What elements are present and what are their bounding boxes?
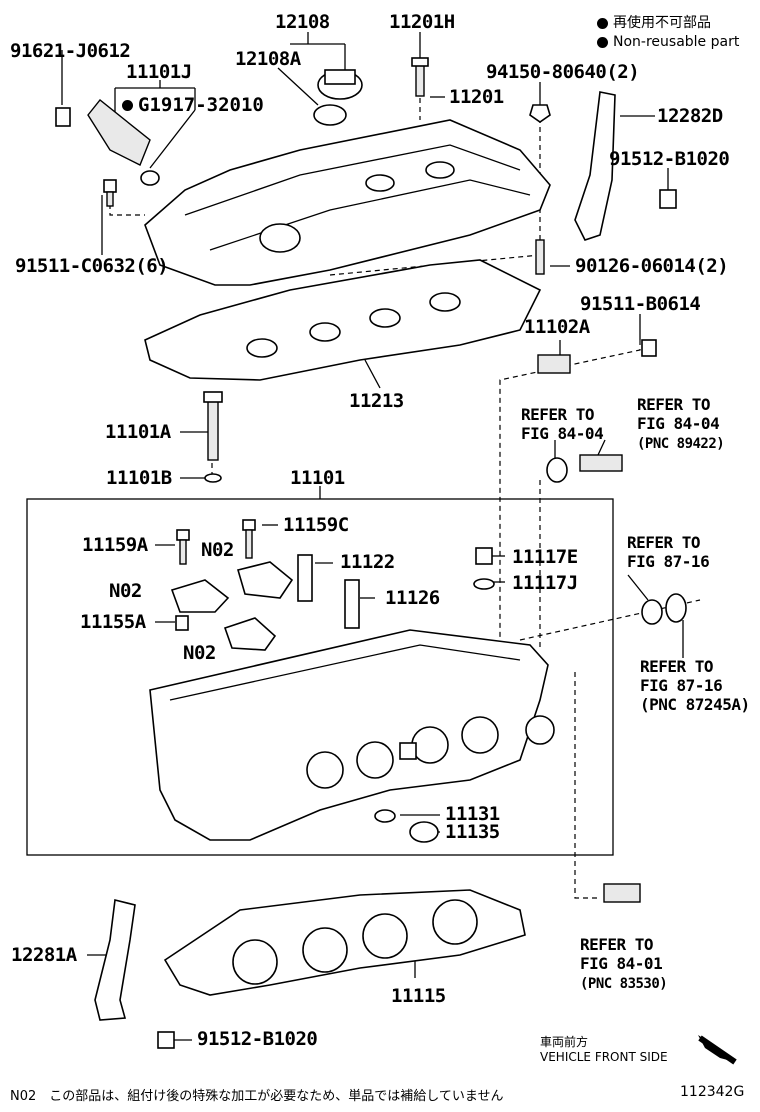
cam-cap-bolt-a <box>179 539 187 565</box>
engine-hanger-front <box>94 899 136 1021</box>
legend-en-text: Non-reusable part <box>613 34 740 50</box>
label-11101A: 11101A <box>105 421 171 443</box>
ref-2-line-2: FIG 84-04 <box>637 414 720 433</box>
ref-4-line-2: FIG 87-16 <box>640 676 723 695</box>
label-91512-B1020-top: 91512-B1020 <box>609 148 730 170</box>
plug-gasket <box>473 578 495 590</box>
ocv-bolt <box>55 107 71 127</box>
label-11117J: 11117J <box>512 572 578 594</box>
label-N02-b: N02 <box>109 580 142 602</box>
valve-guide-bushing <box>297 554 313 602</box>
sensor-bolt <box>641 339 657 357</box>
legend-non-reusable-jp: 再使用不可部品 <box>597 12 711 32</box>
knock-sensor <box>603 883 641 903</box>
label-11117E: 11117E <box>512 546 578 568</box>
label-11122: 11122 <box>340 551 395 573</box>
label-11201H: 11201H <box>389 11 455 33</box>
label-11159A: 11159A <box>82 534 148 556</box>
head-bolt-washer <box>204 473 222 483</box>
front-label-jp: 車両前方 <box>540 1035 589 1049</box>
cam-cap-bolt-c <box>245 529 253 559</box>
label-12282D: 12282D <box>657 105 723 127</box>
ref-4-line-1: REFER TO <box>640 657 714 676</box>
label-94150-80640: 94150-80640(2) <box>486 61 640 83</box>
label-11159C: 11159C <box>283 514 349 536</box>
label-N02-a: N02 <box>201 539 234 561</box>
label-91511-C0632: 91511-C0632(6) <box>15 255 169 277</box>
cam-position-sensor <box>537 354 571 374</box>
footer-note: N02 この部品は、組付け後の特殊な加工が必要なため、単品では補給していません <box>10 1089 504 1104</box>
label-90126-06014: 90126-06014(2) <box>575 255 729 277</box>
sensor-gasket <box>546 457 568 483</box>
ref-5-line-2: FIG 84-01 <box>580 954 663 973</box>
oil-control-valve <box>87 99 151 166</box>
label-N02-c: N02 <box>183 642 216 664</box>
oil-seal <box>409 821 439 843</box>
label-12108: 12108 <box>275 11 330 33</box>
hanger-bolt-front <box>157 1031 175 1049</box>
label-11102A: 11102A <box>524 316 590 338</box>
label-91511-B0614: 91511-B0614 <box>580 293 701 315</box>
legend-non-reusable-en: Non-reusable part <box>597 34 739 50</box>
hanger-bolt <box>659 189 677 209</box>
label-11101J: 11101J <box>126 61 192 83</box>
label-11115: 11115 <box>391 985 446 1007</box>
exhaust-guide-bushing <box>344 579 360 629</box>
ref-3-line-1: REFER TO <box>627 533 701 552</box>
legend-jp-text: 再使用不可部品 <box>613 15 711 31</box>
label-91512-B1020-bottom: 91512-B1020 <box>197 1028 318 1050</box>
label-11201: 11201 <box>449 86 504 108</box>
cap-gasket <box>313 104 347 126</box>
label-11101B: 11101B <box>106 467 172 489</box>
ref-4-line-3: (PNC 87245A) <box>640 695 750 714</box>
label-11155A: 11155A <box>80 611 146 633</box>
ref-5-line-3: (PNC 83530) <box>580 976 668 992</box>
label-12281A: 12281A <box>11 944 77 966</box>
temperature-sensor <box>579 454 623 472</box>
camshaft-cap-2 <box>236 561 294 599</box>
ref-3-line-2: FIG 87-16 <box>627 552 710 571</box>
label-G1917-text: G1917-32010 <box>138 94 264 116</box>
nut <box>529 104 551 123</box>
hose-clamp <box>641 599 663 625</box>
figure-code: 112342G <box>680 1084 745 1100</box>
label-11131: 11131 <box>445 803 500 825</box>
stud-bolt <box>535 239 545 275</box>
label-11126: 11126 <box>385 587 440 609</box>
engine-hanger-rear <box>574 91 616 241</box>
label-11101: 11101 <box>290 467 345 489</box>
camshaft-cap-1 <box>170 579 230 613</box>
non-reusable-dot-icon <box>122 100 133 111</box>
label-11135: 11135 <box>445 821 500 843</box>
cover-bolt <box>415 61 425 97</box>
ref-5-line-1: REFER TO <box>580 935 654 954</box>
ref-1-line-2: FIG 84-04 <box>521 424 604 443</box>
label-91621-J0612: 91621-J0612 <box>10 40 131 62</box>
ref-1-line-1: REFER TO <box>521 405 595 424</box>
cylinder-head-cover <box>144 119 551 286</box>
label-12108A: 12108A <box>235 48 301 70</box>
camshaft-cap-3 <box>223 617 277 651</box>
label-11213: 11213 <box>349 390 404 412</box>
head-bolt <box>207 397 219 461</box>
cover-gasket <box>144 259 542 381</box>
front-label-en: VEHICLE FRONT SIDE <box>540 1050 668 1064</box>
cover-bolt-6 <box>106 191 114 207</box>
ref-2-line-3: (PNC 89422) <box>637 436 725 452</box>
non-reusable-dot-icon <box>597 17 608 29</box>
cap-dowel <box>175 615 189 631</box>
non-reusable-dot-icon <box>597 36 608 48</box>
ref-2-line-1: REFER TO <box>637 395 711 414</box>
gasket-11131 <box>374 809 396 823</box>
screw-plug <box>475 547 493 565</box>
label-G1917-32010: G1917-32010 <box>122 96 264 115</box>
